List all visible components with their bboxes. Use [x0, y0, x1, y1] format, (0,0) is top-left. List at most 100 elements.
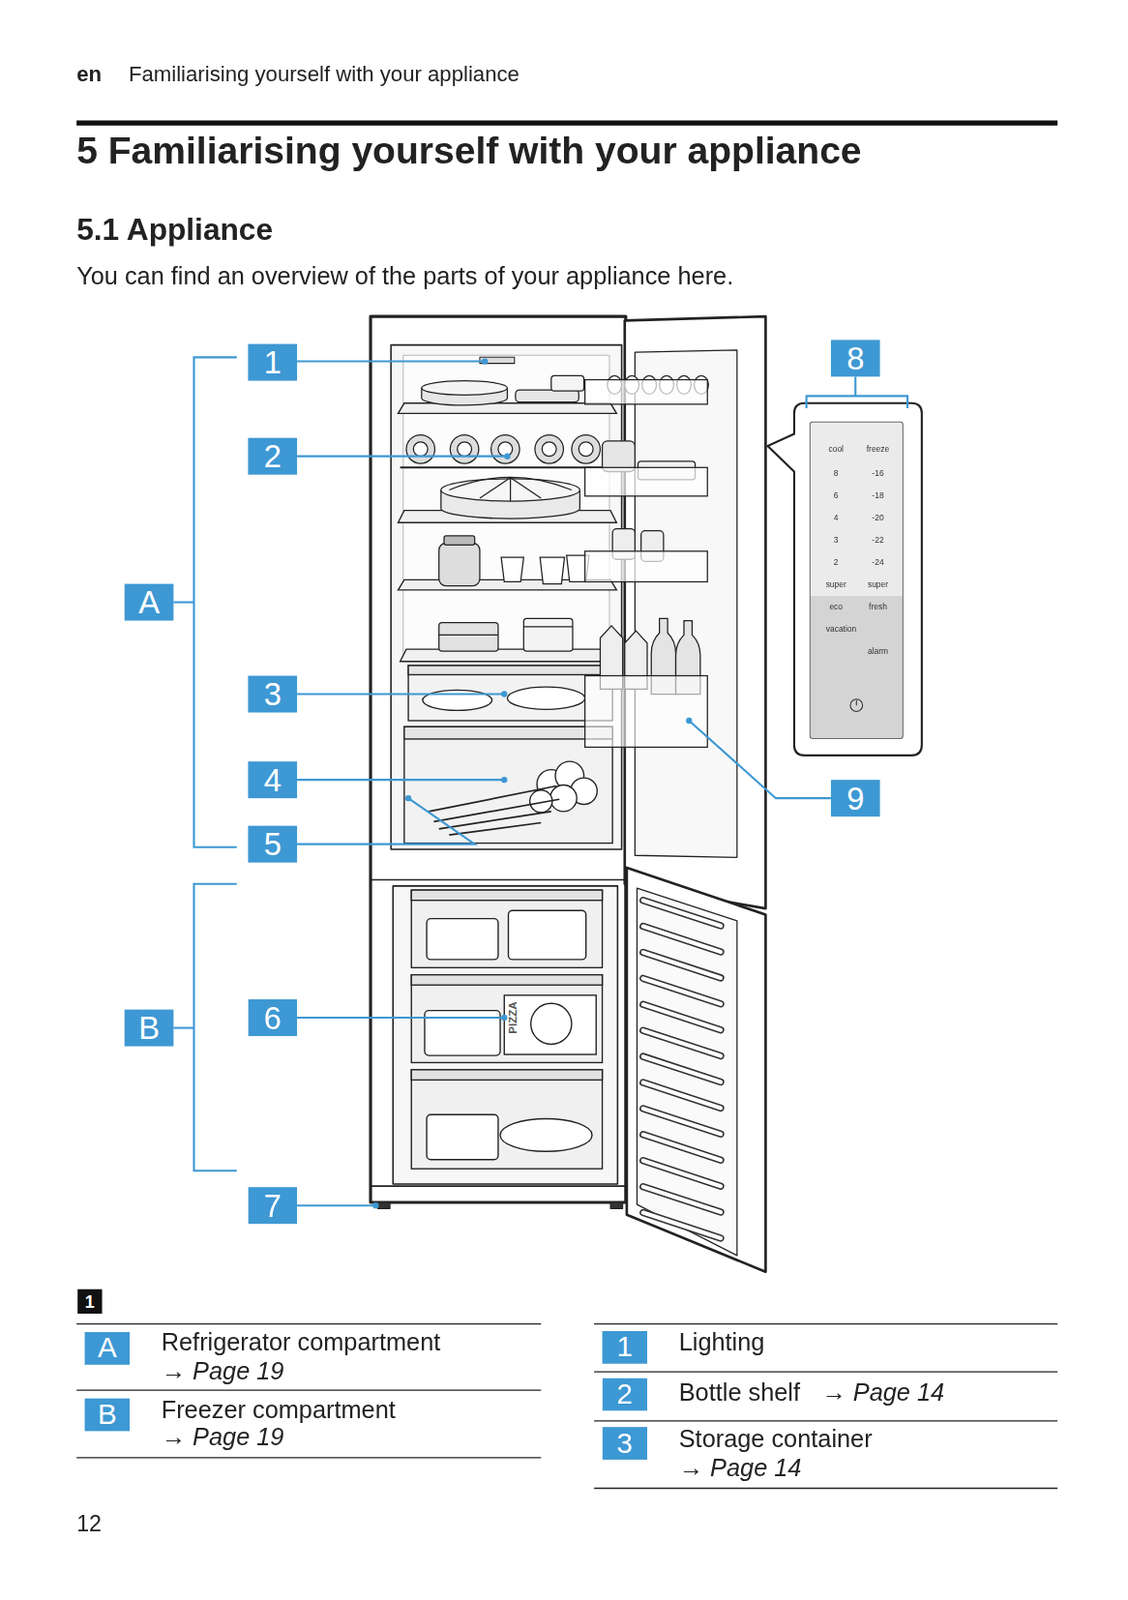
package-text: PIZZA [507, 1001, 520, 1035]
fridge-door [634, 350, 738, 858]
storage-drawers [550, 784, 577, 811]
door-slat [643, 1004, 721, 1030]
fridge-cabinet [377, 1202, 390, 1209]
leader-line [296, 692, 505, 695]
shelf-food [541, 442, 557, 457]
freezer-drawers [411, 890, 602, 968]
freezer-drawers [507, 910, 586, 960]
door-slat [643, 1082, 721, 1108]
leader-dot [501, 776, 507, 783]
leader-dot [372, 357, 692, 1209]
callout-label: 1 [264, 346, 282, 379]
callout-label: 1 [617, 1333, 633, 1363]
door-slat [643, 926, 721, 952]
callout-number: B [124, 1009, 175, 1047]
leader-dot [501, 1014, 507, 1021]
door-shelves [585, 375, 710, 747]
storage-drawers [408, 665, 613, 675]
door-slat [643, 900, 721, 926]
storage-drawers [404, 726, 613, 740]
fridge-cabinet [370, 879, 626, 882]
door-shelves [585, 380, 709, 405]
shelf-food [439, 623, 499, 653]
door-slat [643, 900, 721, 1239]
fridge-shelves [398, 403, 618, 662]
leader-dot [405, 795, 412, 802]
power-icon [856, 700, 858, 706]
door-slat [643, 1082, 721, 1108]
leader-line [296, 359, 485, 362]
key-box: A [85, 1332, 130, 1366]
page-reference: → Page 14 [679, 1455, 802, 1481]
part-name: Freezer compartment [161, 1397, 396, 1423]
freezer-drawers [504, 995, 596, 1055]
shelf-food [539, 557, 564, 584]
fridge-cabinet [370, 316, 626, 1209]
panel-setting: cool [828, 445, 843, 454]
page-reference: → Page 19 [161, 1424, 285, 1450]
key-box: 1 [602, 1331, 648, 1365]
panel-setting: freeze [866, 445, 890, 454]
shelf-food [501, 557, 524, 582]
control-panel-frame [768, 403, 922, 756]
language-code: en [76, 62, 102, 85]
callout-label: A [97, 1334, 118, 1364]
shelf-food [551, 375, 585, 391]
shelf-food [534, 435, 564, 465]
callout-number: 5 [247, 826, 297, 863]
fridge-cabinet [370, 1185, 626, 1188]
leader-line [193, 356, 237, 847]
page-reference: → Page 14 [821, 1380, 945, 1405]
door-shelves [585, 551, 709, 583]
shelf-food [439, 634, 499, 636]
shelf-food [457, 442, 473, 457]
freezer-drawers [411, 975, 602, 1064]
door-slat [643, 1056, 721, 1082]
door-shelves [585, 676, 709, 748]
leader-line [296, 1204, 376, 1207]
table-rule [76, 1456, 541, 1458]
shelf-food [413, 442, 428, 457]
freezer-drawers [411, 890, 602, 1169]
section-title: 5 Familiarising yourself with your appli… [76, 131, 861, 170]
shelf-food [479, 477, 511, 499]
door-slat [643, 1187, 721, 1213]
shelf-food [449, 435, 479, 465]
intro-text: You can find an overview of the parts of… [76, 264, 734, 289]
leader-line [173, 601, 194, 604]
shelf-food [510, 477, 542, 499]
figure-number: 1 [77, 1289, 102, 1314]
callout-label: 7 [264, 1189, 282, 1222]
storage-drawers [428, 786, 560, 836]
fridge-door [624, 316, 767, 909]
callout-label: 5 [264, 828, 282, 861]
door-slat [643, 1004, 721, 1030]
door-slat [643, 1160, 721, 1187]
leader-dot [501, 690, 507, 697]
freezer-drawers [411, 1069, 602, 1169]
freezer-drawers [411, 975, 602, 986]
callout-label: 2 [617, 1380, 633, 1410]
key-box: B [85, 1398, 130, 1432]
freezer-door [626, 867, 767, 1273]
callout-number: 4 [247, 761, 297, 799]
callout-number: A [124, 584, 175, 622]
callout-label: 4 [264, 764, 282, 797]
panel-setting: -20 [871, 514, 884, 523]
fridge-cabinet [610, 1202, 624, 1209]
storage-drawers [530, 761, 598, 813]
leader-line [193, 884, 237, 1172]
panel-setting: 3 [833, 536, 839, 545]
power-icon [846, 695, 867, 716]
panel-setting: super [867, 580, 889, 589]
leader-line [296, 798, 475, 844]
door-slat [643, 1056, 721, 1082]
leader-dot [372, 1202, 379, 1209]
control-panel-frame [768, 403, 922, 756]
page-reference: → Page 19 [161, 1358, 285, 1383]
panel-setting: -18 [871, 492, 884, 501]
callout-number: 3 [247, 676, 297, 713]
panel-setting: 2 [833, 558, 839, 566]
door-slat [643, 1030, 721, 1056]
